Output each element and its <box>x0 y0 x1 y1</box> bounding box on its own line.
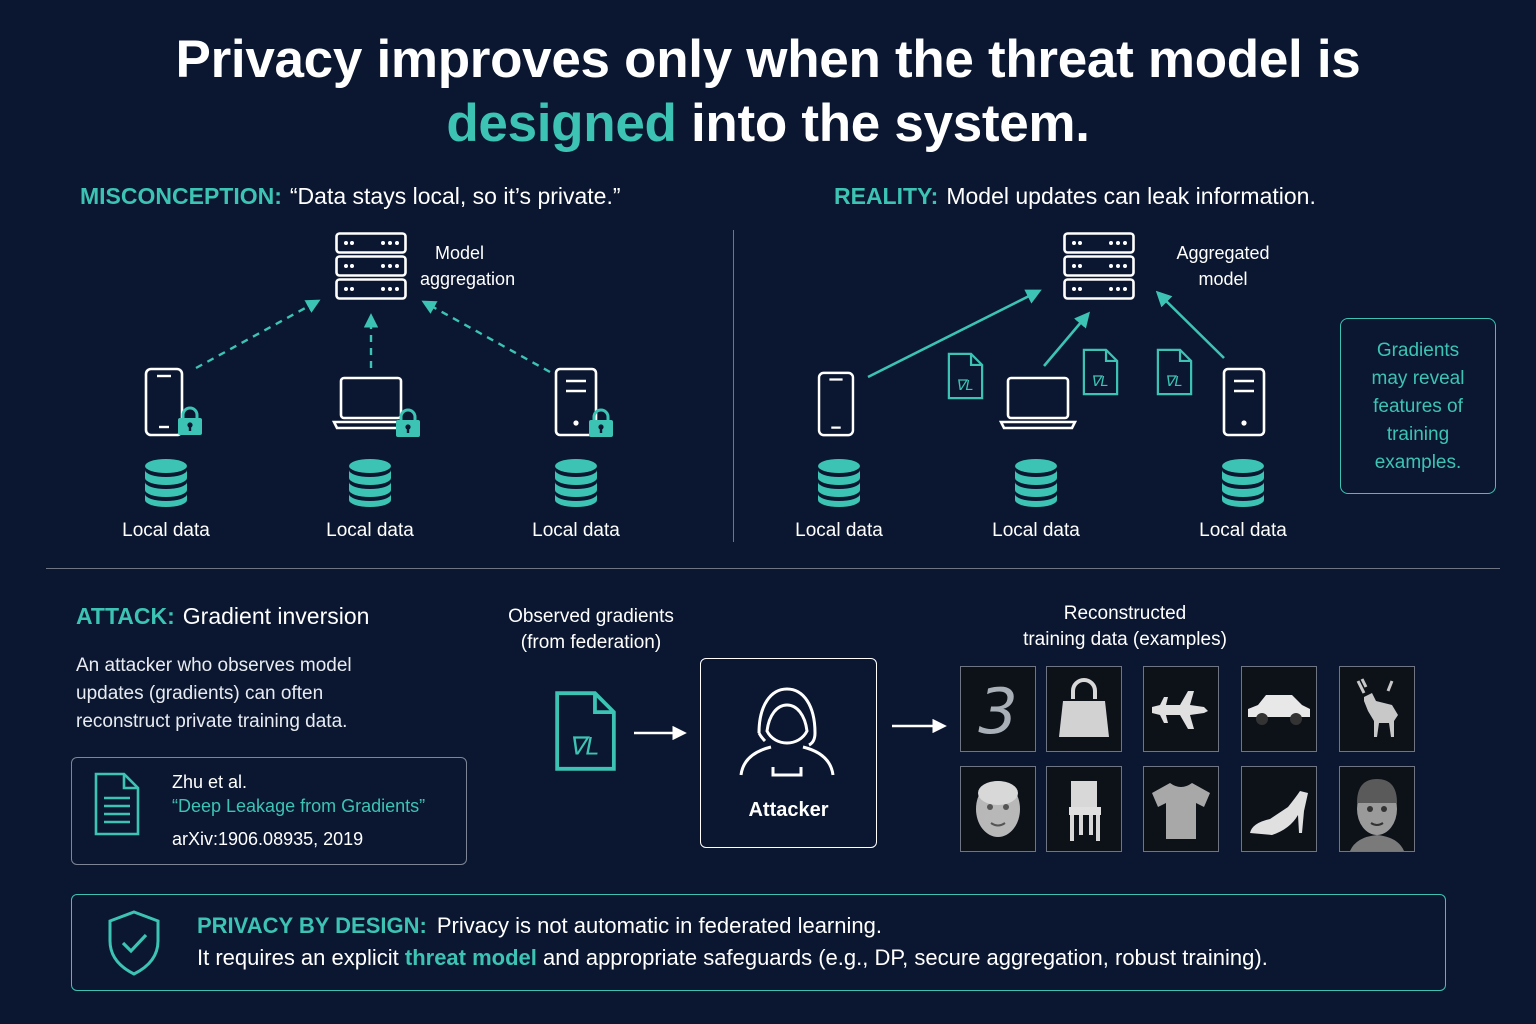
local-data-label: Local data <box>992 520 1080 541</box>
recon-line-2: training data (examples) <box>1023 629 1227 650</box>
observed-line-1: Observed gradients <box>508 606 674 627</box>
tile-face <box>960 766 1036 852</box>
reality-caption-line-1: Aggregated <box>1176 243 1270 263</box>
tile-face <box>1339 766 1415 852</box>
digit-three-image: 3 <box>978 675 1017 748</box>
shield-check-icon <box>108 910 160 976</box>
high-heel-image <box>1250 791 1308 835</box>
footer-line-2: It requires an explicit threat model and… <box>197 945 1268 971</box>
tile-handbag <box>1046 666 1122 752</box>
citation-ref: arXiv:1906.08935, 2019 <box>172 829 364 849</box>
local-data-label: Local data <box>795 520 883 541</box>
face-image <box>1350 779 1404 851</box>
car-image <box>1248 695 1310 725</box>
attack-desc-line: An attacker who observes model <box>76 655 352 676</box>
reality-text: Model updates can leak information. <box>946 183 1316 209</box>
attack-desc-line: updates (gradients) can often <box>76 683 324 704</box>
observed-gradients-caption: Observed gradients (from federation) <box>486 604 696 656</box>
note-line: may reveal <box>1371 368 1465 389</box>
note-line: examples. <box>1374 452 1462 473</box>
hooded-attacker-icon <box>739 687 835 777</box>
gradient-note-text: Gradients may reveal features of trainin… <box>1341 337 1495 477</box>
local-data-label: Local data <box>326 520 414 541</box>
local-data-label: Local data <box>532 520 620 541</box>
horizontal-divider <box>46 568 1500 569</box>
reality-label: REALITY: <box>834 183 939 209</box>
tile-digit-three: 3 <box>960 666 1036 752</box>
misconception-text: “Data stays local, so it’s private.” <box>289 183 621 209</box>
document-icon <box>94 772 140 836</box>
footer-line-1-text: Privacy is not automatic in federated le… <box>436 913 882 938</box>
attack-heading: ATTACK: Gradient inversion <box>76 603 369 630</box>
note-line: features of <box>1373 396 1463 417</box>
footer-line-1: PRIVACY BY DESIGN: Privacy is not automat… <box>197 913 882 939</box>
observed-line-2: (from federation) <box>520 632 662 653</box>
gradient-note-box: Gradients may reveal features of trainin… <box>1340 318 1496 494</box>
handbag-image <box>1059 678 1109 737</box>
arrow-phone-to-server <box>867 289 1042 379</box>
tile-t-shirt <box>1143 766 1219 852</box>
reality-caption-line-2: model <box>1198 269 1248 289</box>
citation-box: Zhu et al. “Deep Leakage from Gradients”… <box>71 757 467 865</box>
footer-line-2-pre: It requires an explicit <box>197 945 405 970</box>
reality-server-caption: Aggregated model <box>1160 240 1286 292</box>
airplane-image <box>1152 691 1208 729</box>
attack-description: An attacker who observes model updates (… <box>76 652 352 736</box>
misconception-server-caption: Model aggregation <box>420 240 515 292</box>
t-shirt-image <box>1152 783 1210 839</box>
misconception-label: MISCONCEPTION: <box>80 183 282 209</box>
title-line-2-rest: into the system. <box>676 94 1090 153</box>
tile-car <box>1241 666 1317 752</box>
page-title: Privacy improves only when the threat mo… <box>0 28 1536 156</box>
arrow-laptop-to-server <box>1043 311 1091 367</box>
dashed-arrow-phone <box>195 299 321 370</box>
attack-desc-line: reconstruct private training data. <box>76 711 348 732</box>
tile-deer <box>1339 666 1415 752</box>
local-data-label: Local data <box>122 520 210 541</box>
chair-image <box>1069 781 1101 841</box>
tile-chair <box>1046 766 1122 852</box>
vertical-divider <box>733 230 734 542</box>
local-data-label: Local data <box>1199 520 1287 541</box>
digit-text: 3 <box>978 675 1017 748</box>
arrow-tablet-to-server <box>1155 290 1225 359</box>
misconception-heading: MISCONCEPTION: “Data stays local, so it’s… <box>80 183 621 210</box>
title-line-1: Privacy improves only when the threat mo… <box>175 30 1361 89</box>
deer-image <box>1356 678 1398 737</box>
attack-label: ATTACK: <box>76 603 175 629</box>
misconception-caption-line-2: aggregation <box>420 269 516 289</box>
note-line: training <box>1386 424 1450 445</box>
misconception-caption-line-1: Model <box>435 243 485 263</box>
attacker-box: Attacker <box>700 658 877 848</box>
face-image <box>976 781 1020 837</box>
note-line: Gradients <box>1376 340 1460 361</box>
privacy-by-design-box: PRIVACY BY DESIGN: Privacy is not automat… <box>71 894 1446 991</box>
recon-line-1: Reconstructed <box>1063 603 1187 624</box>
footer-line-2-post: and appropriate safeguards (e.g., DP, se… <box>536 945 1268 970</box>
reality-heading: REALITY: Model updates can leak informati… <box>834 183 1316 210</box>
citation-author: Zhu et al. <box>172 772 248 792</box>
footer-label: PRIVACY BY DESIGN: <box>197 913 427 938</box>
dashed-arrow-tablet <box>421 300 551 374</box>
citation-title: “Deep Leakage from Gradients” <box>172 796 426 816</box>
footer-highlight: threat model <box>404 945 537 970</box>
tile-airplane <box>1143 666 1219 752</box>
attacker-label: Attacker <box>748 799 829 821</box>
title-highlight: designed <box>446 94 677 153</box>
attack-title: Gradient inversion <box>182 603 370 629</box>
title-line-2: designed into the system. <box>0 92 1536 156</box>
reconstructed-caption: Reconstructed training data (examples) <box>1000 601 1250 653</box>
tile-high-heel <box>1241 766 1317 852</box>
